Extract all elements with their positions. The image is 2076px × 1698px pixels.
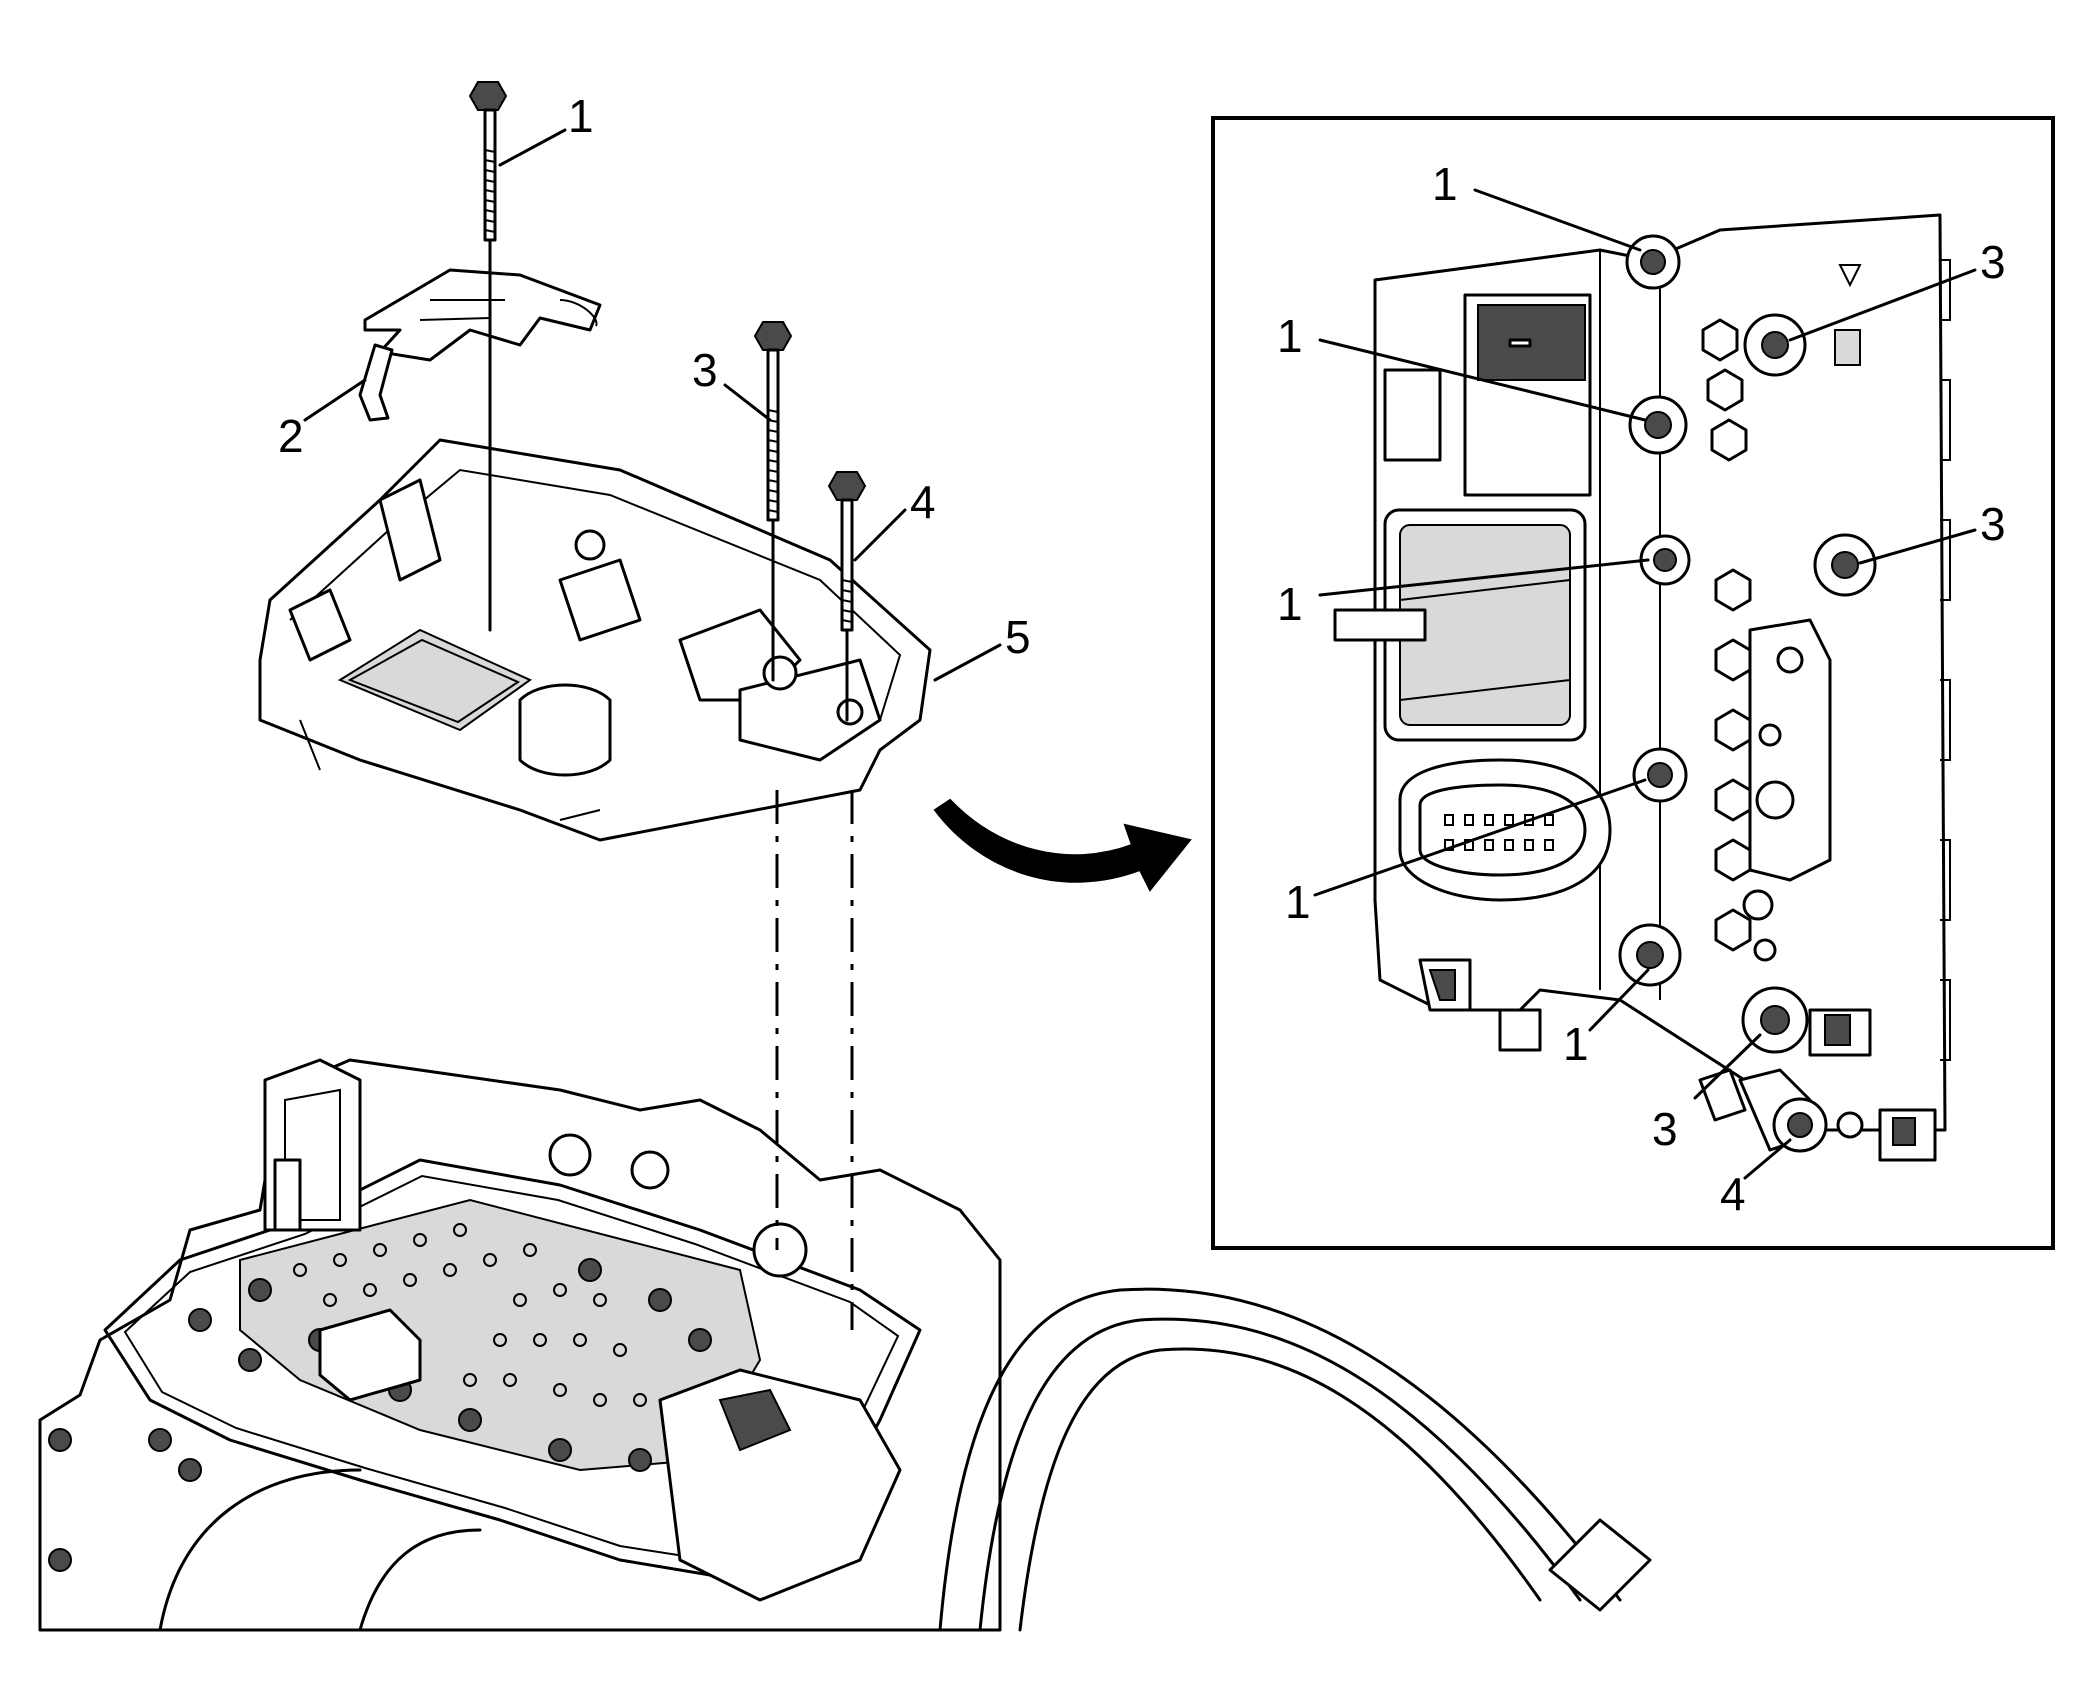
detail-callout-3b: 3 bbox=[1980, 498, 2006, 550]
detail-callout-1b: 1 bbox=[1277, 310, 1303, 362]
control-module bbox=[258, 438, 932, 842]
detail-callout-1e: 1 bbox=[1563, 1018, 1589, 1070]
detail-callout-3a: 3 bbox=[1980, 236, 2006, 288]
detail-bolt bbox=[1741, 313, 1877, 1054]
curved-arrow-icon bbox=[933, 798, 1192, 892]
detail-bolt bbox=[1618, 234, 1691, 987]
detail-callout-1c: 1 bbox=[1277, 578, 1303, 630]
detail-callout-1a: 1 bbox=[1432, 158, 1458, 210]
detail-inset bbox=[1211, 116, 2055, 1250]
leader-lines bbox=[303, 128, 1977, 1180]
bracket bbox=[358, 268, 602, 422]
callout-bracket-2: 2 bbox=[278, 410, 304, 462]
bolt-1 bbox=[468, 81, 508, 632]
callout-bolt-1: 1 bbox=[568, 90, 594, 142]
bolt-4 bbox=[827, 471, 867, 722]
bolt-3 bbox=[753, 321, 793, 682]
callout-labels: 1 2 3 4 5 1 1 1 1 1 3 3 3 4 bbox=[278, 90, 2006, 1220]
callout-control-module-5: 5 bbox=[1005, 611, 1031, 663]
detail-bolt bbox=[1772, 1097, 1828, 1153]
callout-bolt-3: 3 bbox=[692, 344, 718, 396]
callout-bolt-4: 4 bbox=[910, 476, 936, 528]
transmission-case bbox=[38, 1058, 1652, 1632]
detail-callout-4: 4 bbox=[1720, 1168, 1746, 1220]
detail-callout-3c: 3 bbox=[1652, 1103, 1678, 1155]
detail-callout-1d: 1 bbox=[1285, 876, 1311, 928]
